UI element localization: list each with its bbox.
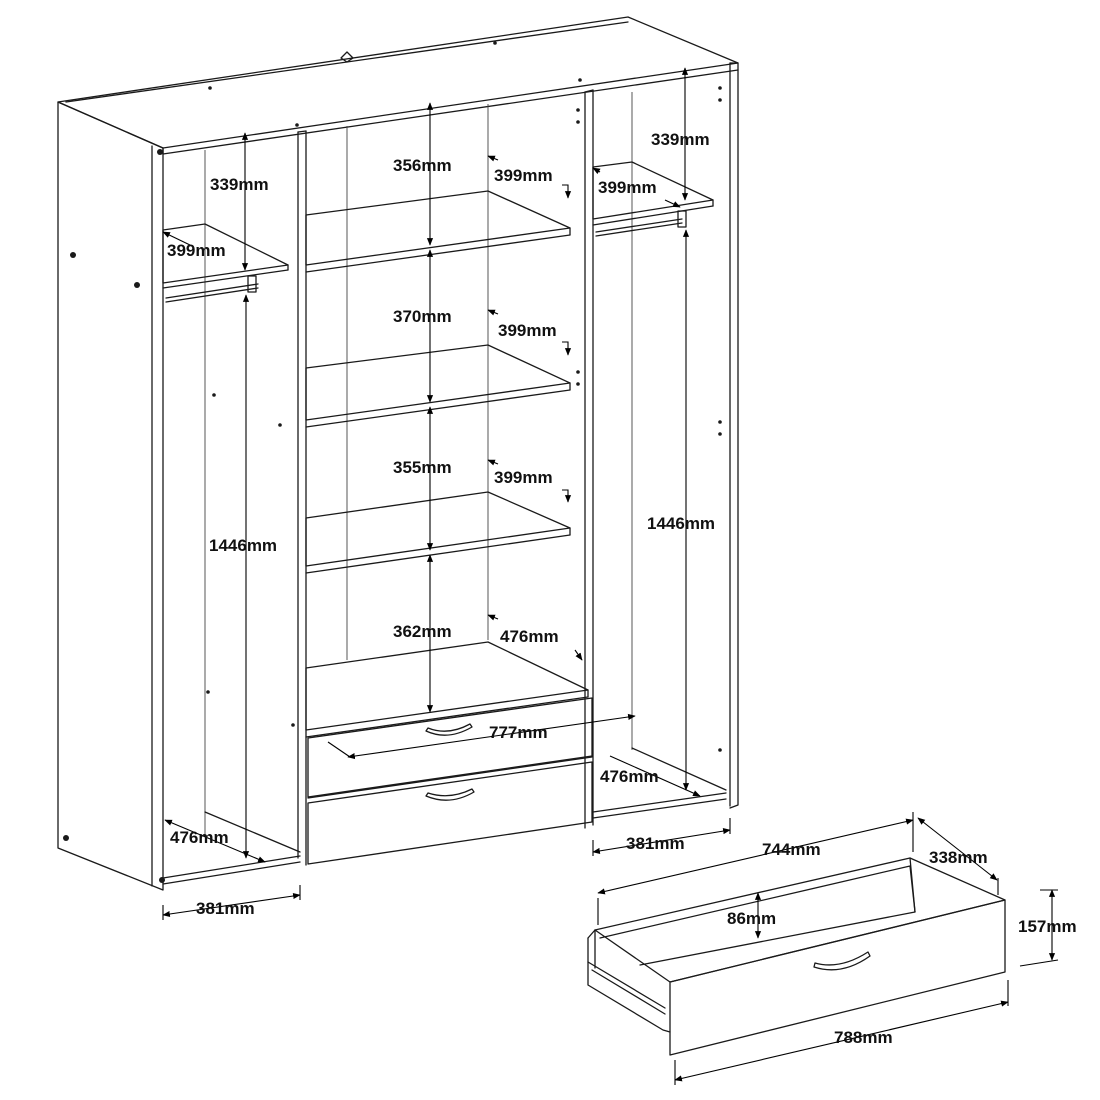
drawer-front-lower: [307, 761, 593, 865]
left-top-clearance-label: 339mm: [210, 175, 269, 194]
center-gap-2-label: 370mm: [393, 307, 452, 326]
right-side-panel: [729, 62, 739, 809]
left-divider: [297, 130, 307, 866]
left-hanging-rail: [165, 283, 259, 299]
drawer-depth-label: 338mm: [929, 848, 988, 867]
wardrobe-body: [57, 16, 739, 891]
right-rail-bracket: [677, 210, 687, 228]
left-width-label: 381mm: [196, 899, 255, 918]
center-bottom-depth-label: 476mm: [500, 627, 559, 646]
center-gap-3-label: 355mm: [393, 458, 452, 477]
left-hanging-height-label: 1446mm: [209, 536, 277, 555]
right-shelf-depth-label: 399mm: [598, 178, 657, 197]
center-shelf-3: [305, 491, 571, 567]
drawer-detail: [587, 812, 1059, 1085]
fitting-holes: [63, 41, 722, 883]
center-gap-4-label: 362mm: [393, 622, 452, 641]
center-shelf-depth-3-label: 399mm: [494, 468, 553, 487]
back-panel: [204, 92, 633, 835]
drawer-front-panel: [669, 899, 1006, 1056]
drawer-front-width-label: 788mm: [834, 1028, 893, 1047]
drawer-inner-height-label: 86mm: [727, 909, 776, 928]
right-base-depth-label: 476mm: [600, 767, 659, 786]
center-gap-1-label: 356mm: [393, 156, 452, 175]
upper-drawer-handle-icon: [425, 723, 473, 736]
drawer-top-rim: [594, 857, 1006, 983]
right-top-clearance-label: 339mm: [651, 130, 710, 149]
right-width-label: 381mm: [626, 834, 685, 853]
center-shelf-depth-1-label: 399mm: [494, 166, 553, 185]
left-side-panel: [57, 101, 164, 891]
left-shelf-depth-label: 399mm: [167, 241, 226, 260]
center-width-label: 777mm: [489, 723, 548, 742]
dimension-labels: 339mm 399mm 1446mm 476mm 381mm 356mm 370…: [167, 130, 1077, 1047]
left-section: [162, 223, 301, 885]
drawer-inner-width-label: 744mm: [762, 840, 821, 859]
left-rail-bracket: [247, 275, 257, 293]
center-drawers: [307, 697, 593, 865]
top-panel: [57, 16, 739, 149]
drawer-front-height-label: 157mm: [1018, 917, 1077, 936]
right-section: [592, 161, 727, 819]
dimension-lines: [162, 67, 731, 920]
left-base-depth-label: 476mm: [170, 828, 229, 847]
right-base-back: [631, 747, 727, 791]
center-shelf-depth-2-label: 399mm: [498, 321, 557, 340]
lower-drawer-handle-icon: [425, 788, 475, 801]
drawer-handle-icon: [813, 951, 871, 971]
right-hanging-rail: [595, 218, 683, 233]
top-fitting-icon: [340, 51, 354, 63]
right-hanging-height-label: 1446mm: [647, 514, 715, 533]
